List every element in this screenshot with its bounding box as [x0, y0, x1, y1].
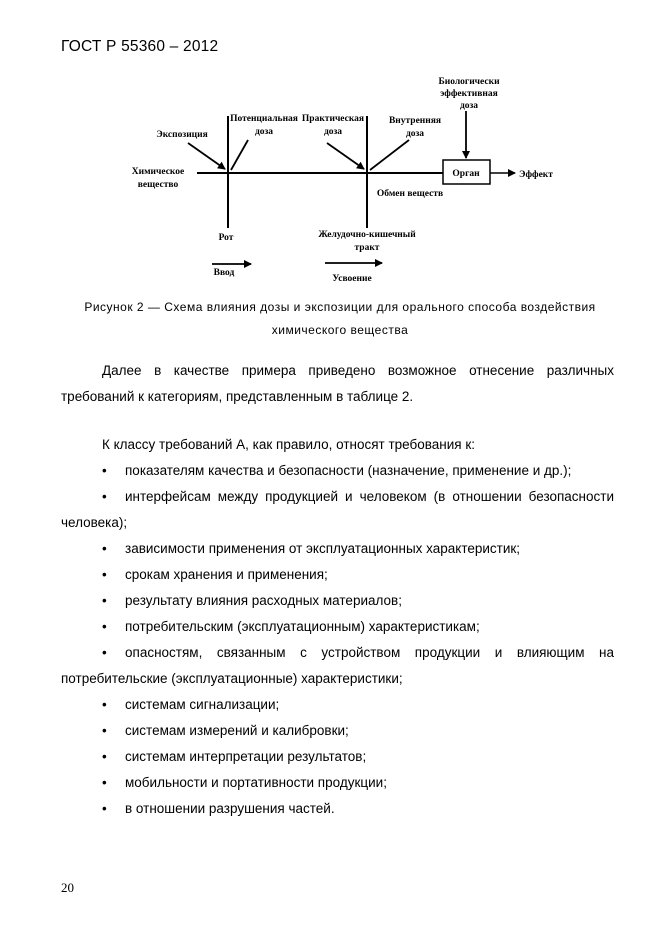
label-organ: Орган	[452, 169, 480, 179]
list-item-text: показателям качества и безопасности (наз…	[125, 463, 572, 478]
bullet-marker: •	[102, 723, 107, 738]
list-item: • опасностям, связанным с устройством пр…	[61, 640, 614, 692]
label-potential-2: доза	[255, 127, 273, 137]
dose-exposure-diagram: Биологически эффективная доза Потенциаль…	[132, 77, 554, 284]
list-item-text: потребительским (эксплуатационным) харак…	[125, 619, 480, 634]
label-bio-1: Биологически	[438, 77, 500, 87]
label-exposure: Экспозиция	[156, 130, 208, 140]
potential-dose-pointer	[230, 139, 249, 171]
paragraph-1: Далее в качестве примера приведено возмо…	[61, 363, 614, 404]
list-item: • системам измерений и калибровки;	[61, 718, 614, 744]
list-item: • результату влияния расходных материало…	[61, 588, 614, 614]
label-potential-1: Потенциальная	[230, 114, 298, 124]
label-internal-2: доза	[406, 129, 424, 139]
list-item-text: срокам хранения и применения;	[125, 567, 328, 582]
bullet-marker: •	[102, 567, 107, 582]
bullet-marker: •	[102, 619, 107, 634]
list-item-text: системам сигнализации;	[125, 697, 280, 712]
bullet-marker: •	[102, 541, 107, 556]
label-mouth: Рот	[219, 233, 234, 243]
organ-box	[442, 159, 491, 185]
bullet-marker: •	[102, 749, 107, 764]
label-bio-2: эффективная	[440, 88, 498, 99]
bullet-marker: •	[102, 463, 107, 478]
label-metabolism: Обмен веществ	[377, 188, 443, 199]
list-item-text: результату влияния расходных материалов;	[125, 593, 402, 608]
bullet-marker: •	[102, 489, 107, 504]
label-absorption: Усвоение	[332, 274, 371, 284]
list-item-text: в отношении разрушения частей.	[125, 801, 335, 816]
label-effect: Эффект	[519, 169, 553, 180]
label-internal-1: Внутренняя	[389, 116, 441, 126]
label-chem-2: вещество	[138, 180, 179, 190]
bullet-marker: •	[102, 593, 107, 608]
list-item-text: системам измерений и калибровки;	[125, 723, 349, 738]
figure-caption-line-1: Рисунок 2 — Схема влияния дозы и экспози…	[84, 300, 596, 314]
label-gi-1: Желудочно-кишечный	[318, 229, 416, 240]
list-item: • срокам хранения и применения;	[61, 562, 614, 588]
bullet-marker: •	[102, 801, 107, 816]
list-item: • мобильности и портативности продукции;	[61, 770, 614, 796]
list-item-text: мобильности и портативности продукции;	[125, 775, 387, 790]
exposure-arrow	[187, 142, 226, 170]
internal-dose-pointer	[369, 139, 410, 171]
figure-caption-line-2: химического вещества	[271, 323, 409, 337]
list-item: • потребительским (эксплуатационным) хар…	[61, 614, 614, 640]
label-practical-1: Практическая	[302, 114, 364, 124]
bullet-marker: •	[102, 697, 107, 712]
paragraph-2: К классу требований А, как правило, отно…	[102, 437, 475, 452]
label-chem-1: Химическое	[132, 167, 185, 177]
list-item: • показателям качества и безопасности (н…	[61, 458, 614, 484]
page-number: 20	[61, 880, 74, 895]
label-bio-3: доза	[460, 101, 478, 111]
list-item: • зависимости применения от эксплуатацио…	[61, 536, 614, 562]
label-gi-2: тракт	[355, 243, 380, 253]
list-item: • в отношении разрушения частей.	[61, 796, 614, 822]
list-item: • системам интерпретации результатов;	[61, 744, 614, 770]
list-item-text: интерфейсам между продукцией и человеком…	[61, 489, 614, 530]
list-item-text: зависимости применения от эксплуатационн…	[125, 541, 521, 556]
list-item-text: системам интерпретации результатов;	[125, 749, 367, 764]
bullet-marker: •	[102, 645, 107, 660]
bullet-marker: •	[102, 775, 107, 790]
list-item-text: опасностям, связанным с устройством прод…	[61, 645, 614, 686]
label-practical-2: доза	[324, 127, 342, 137]
practical-dose-arrow	[326, 142, 365, 170]
label-intake: Ввод	[214, 268, 235, 278]
list-item: • интерфейсам между продукцией и человек…	[61, 484, 614, 536]
list-item: • системам сигнализации;	[61, 692, 614, 718]
document-header: ГОСТ Р 55360 – 2012	[61, 38, 219, 55]
